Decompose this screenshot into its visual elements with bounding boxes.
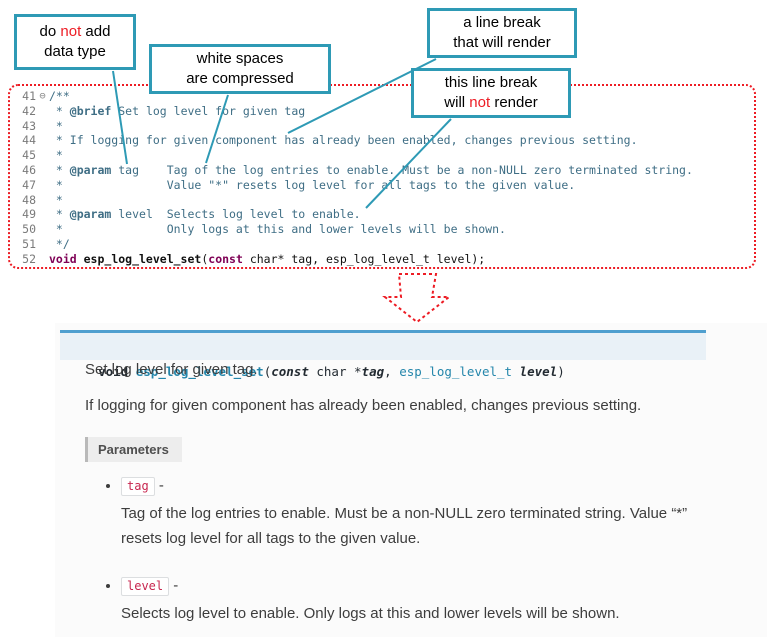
sig-paren: ) xyxy=(557,364,565,379)
fold-spacer xyxy=(36,104,49,119)
sig-char-type: char * xyxy=(308,364,362,379)
callout-line: white spaces xyxy=(196,50,284,67)
keyword: void xyxy=(49,251,84,266)
code-text: * xyxy=(49,207,70,222)
code-text: * Only logs at this and lower levels wil… xyxy=(49,222,506,237)
callout-line: data type xyxy=(44,43,106,60)
fold-spacer xyxy=(36,222,49,237)
code-line: 50 * Only logs at this and lower levels … xyxy=(14,222,754,237)
line-number: 44 xyxy=(22,133,36,148)
source-code-panel: 41⊖/** 42 * @brief Set log level for giv… xyxy=(8,84,756,269)
code-line: 44 * If logging for given component has … xyxy=(14,133,754,148)
code-line: 42 * @brief Set log level for given tag xyxy=(14,104,754,119)
brief-text: Set log level for given tag. xyxy=(85,361,258,378)
function-signature: void esp_log_level_set(const char *tag, … xyxy=(60,330,706,379)
parameter-separator: - xyxy=(154,477,164,494)
flow-arrow xyxy=(382,273,452,324)
rendered-docs-panel xyxy=(55,323,767,637)
code-line: 41⊖/** xyxy=(14,89,754,104)
line-number: 45 xyxy=(22,148,36,163)
keyword: const xyxy=(208,251,243,266)
parameter-item: level - Selects log level to enable. Onl… xyxy=(121,577,703,626)
fold-spacer xyxy=(36,163,49,178)
code-line: 52 void esp_log_level_set(const char* tag… xyxy=(14,252,754,267)
fold-spacer xyxy=(36,178,49,193)
fold-collapse-icon[interactable]: ⊖ xyxy=(39,90,46,102)
parameter-name-literal: tag xyxy=(121,477,155,496)
code-text: * xyxy=(49,103,70,118)
sig-return-type: void xyxy=(98,364,136,379)
callout-break-not-render: this line break will not render xyxy=(411,68,571,118)
code-text: Set log level for given tag xyxy=(111,103,306,118)
code-text: * Value "*" resets log level for all tag… xyxy=(49,177,576,192)
code-line: 49 * @param level Selects log level to e… xyxy=(14,207,754,222)
code-line: 48 * xyxy=(14,193,754,208)
parameter-description: Selects log level to enable. Only logs a… xyxy=(121,605,620,622)
code-line: 43 * xyxy=(14,119,754,134)
doxygen-tag: @param xyxy=(69,207,112,222)
fold-spacer xyxy=(36,119,49,134)
fold-spacer xyxy=(36,193,49,208)
line-number: 47 xyxy=(22,177,36,192)
callout-line: that will render xyxy=(453,34,551,51)
code-text: * xyxy=(49,148,63,163)
code-text: tag Tag of the log entries to enable. Mu… xyxy=(111,162,693,177)
callout-line: will not render xyxy=(444,94,538,111)
doxygen-tag: @param xyxy=(69,162,112,177)
callout-line: this line break xyxy=(444,74,538,91)
callout-whitespace: white spaces are compressed xyxy=(149,44,331,94)
sig-param-tag: tag xyxy=(361,364,385,379)
code-text: */ xyxy=(49,236,70,251)
line-number: 42 xyxy=(22,103,36,118)
fold-spacer xyxy=(36,237,49,252)
parameter-separator: - xyxy=(169,577,179,594)
line-number: 43 xyxy=(22,118,36,133)
parameter-list: tag - Tag of the log entries to enable. … xyxy=(103,477,703,637)
sig-paren: ( xyxy=(263,364,272,379)
sig-function-name: esp_log_level_set xyxy=(135,364,264,379)
line-number: 46 xyxy=(22,162,36,177)
callout-line: do not add xyxy=(39,23,111,40)
code-text: * If logging for given component has alr… xyxy=(49,133,638,148)
detail-text: If logging for given component has alrea… xyxy=(85,397,642,414)
fold-spacer xyxy=(36,207,49,222)
line-number: 51 xyxy=(22,236,36,251)
line-number: 41 xyxy=(22,89,36,103)
code-line: 51 */ xyxy=(14,237,754,252)
parameter-item: tag - Tag of the log entries to enable. … xyxy=(121,477,703,551)
callout-break-renders: a line break that will render xyxy=(427,8,577,58)
sig-const-keyword: const xyxy=(271,364,309,379)
line-number: 49 xyxy=(22,207,36,222)
code-line: 46 * @param tag Tag of the log entries t… xyxy=(14,163,754,178)
code-text: char* tag, esp_log_level_t level); xyxy=(242,251,486,266)
line-number: 50 xyxy=(22,222,36,237)
code-text: * xyxy=(49,192,63,207)
parameter-description: Tag of the log entries to enable. Must b… xyxy=(121,505,688,547)
fold-spacer xyxy=(36,133,49,148)
code-text: level Selects log level to enable. xyxy=(111,207,361,222)
function-name: esp_log_level_set xyxy=(83,251,202,266)
parameters-heading: Parameters xyxy=(85,437,182,462)
callout-line: are compressed xyxy=(186,70,294,87)
fold-spacer xyxy=(36,252,49,267)
parameter-name-literal: level xyxy=(121,577,170,596)
sig-param-level: level xyxy=(519,364,558,379)
sig-space xyxy=(512,364,520,379)
callout-line: a line break xyxy=(463,14,541,31)
code-text: /** xyxy=(49,89,70,103)
code-text: ( xyxy=(201,251,209,266)
callout-no-data-type: do not add data type xyxy=(14,14,136,70)
type-link[interactable]: esp_log_level_t xyxy=(399,364,513,379)
code-text: * xyxy=(49,118,63,133)
fold-spacer xyxy=(36,148,49,163)
code-line: 47 * Value "*" resets log level for all … xyxy=(14,178,754,193)
line-number: 48 xyxy=(22,192,36,207)
line-number: 52 xyxy=(22,251,36,266)
doxygen-tag: @brief xyxy=(69,103,112,118)
code-text: * xyxy=(49,162,70,177)
sig-comma: , xyxy=(384,364,400,379)
code-line: 45 * xyxy=(14,148,754,163)
